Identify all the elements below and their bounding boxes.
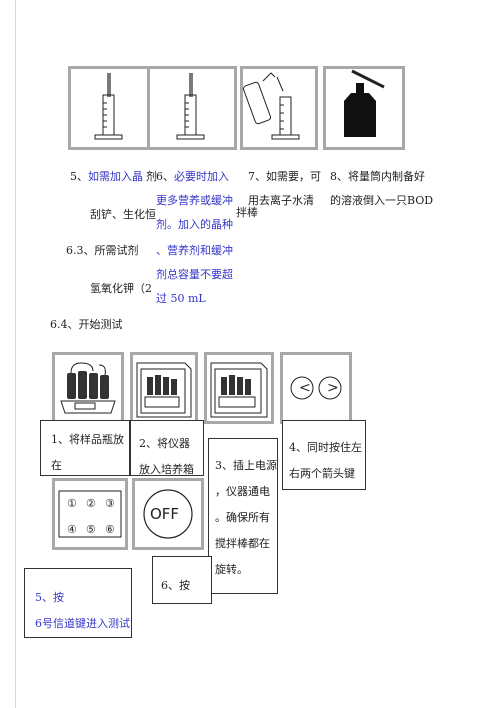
step3-line2: ，仪器通电 [215, 485, 270, 498]
step3-box: 3、插上电源 ，仪器通电 。确保所有 搅拌棒都在 旋转。 [208, 438, 278, 594]
step2-line1: 2、将仪器 [139, 437, 190, 450]
step3-line3: 。确保所有 [215, 511, 270, 524]
step4-box: 4、同时按住左 右两个箭头键 [282, 420, 366, 490]
step7-line2: 用去离子水清 [248, 194, 314, 207]
step4-line2: 右两个箭头键 [289, 467, 355, 480]
step3-line5: 旋转。 [215, 563, 248, 576]
step3-line4: 搅拌棒都在 [215, 537, 270, 550]
step1-line2: 在 [51, 459, 62, 472]
step7-cut-text: 拌棒 [236, 206, 258, 219]
step2-box: 2、将仪器 放入培养箱 [130, 420, 204, 476]
step1-line1: 1、将样品瓶放 [51, 433, 124, 446]
step7-line1: 7、如需要，可 [248, 170, 321, 183]
step6b-line3: 过 50 mL [156, 292, 206, 305]
figure-graduated-cylinder-2 [147, 66, 237, 150]
channel-key-3[interactable]: ③ [105, 497, 115, 510]
step5-cut-char: 剂 [146, 170, 157, 183]
step4-line1: 4、同时按住左 [289, 441, 362, 454]
step8-line2: 的溶液倒入一只BOD [330, 194, 434, 207]
off-button-label[interactable]: OFF [150, 505, 180, 523]
step6-box-line1: 6、按 [161, 579, 190, 592]
step6-line3: 剂。加入的晶种 [156, 218, 233, 231]
channel-key-2[interactable]: ② [86, 497, 96, 510]
step6-line1: 必要时加入 [174, 170, 229, 183]
step6-box: 6、按 [152, 556, 212, 604]
step5-line2: 刮铲、生化恒 [90, 208, 156, 221]
channel-key-1[interactable]: ① [67, 497, 77, 510]
step5-box-line2: 6号信道键进入测试 [35, 617, 130, 630]
step6b-line1: 、营养剂和缓冲 [156, 244, 233, 257]
channel-key-5[interactable]: ⑤ [86, 523, 96, 536]
step1-box: 1、将样品瓶放 在 [40, 420, 130, 476]
step6-line2: 更多营养或缓冲 [156, 194, 233, 207]
step2-line2: 放入培养箱 [139, 463, 194, 476]
channel-key-6[interactable]: ⑥ [105, 523, 115, 536]
step5-number: 5、 [70, 170, 88, 183]
section-6-4-title: 6.4、开始测试 [50, 318, 123, 331]
figure-arrow-keys: < > [280, 352, 352, 424]
figure-off-button: OFF [132, 478, 204, 550]
section-6-3-title: 6.3、所需试剂 [66, 244, 139, 257]
step5-box-line1: 5、按 [35, 591, 64, 604]
step5-line1: 如需加入晶 [88, 170, 143, 183]
step8-line1: 8、将量筒内制备好 [330, 170, 425, 183]
left-arrow-key[interactable]: < [299, 380, 311, 396]
step5-box: 5、按 6号信道键进入测试 [24, 568, 132, 638]
figure-bod-bottle [323, 66, 405, 150]
step3-line1: 3、插上电源 [215, 459, 277, 472]
figure-channel-keypad: ① ② ③ ④ ⑤ ⑥ [52, 478, 128, 550]
figure-graduated-cylinder-1 [68, 66, 150, 150]
figure-wash-bottle-cylinder [240, 66, 318, 150]
section-6-3-line2: 氢氧化钾（2 [90, 282, 152, 295]
step6-number: 6、 [156, 170, 174, 183]
channel-key-4[interactable]: ④ [67, 523, 77, 536]
right-arrow-key[interactable]: > [327, 380, 339, 396]
page-edge-line [15, 0, 16, 708]
step6b-line2: 剂总容量不要超 [156, 268, 233, 281]
figure-sample-bottles-instrument [52, 352, 124, 424]
figure-incubator-2 [204, 352, 274, 424]
figure-incubator-1 [130, 352, 198, 424]
